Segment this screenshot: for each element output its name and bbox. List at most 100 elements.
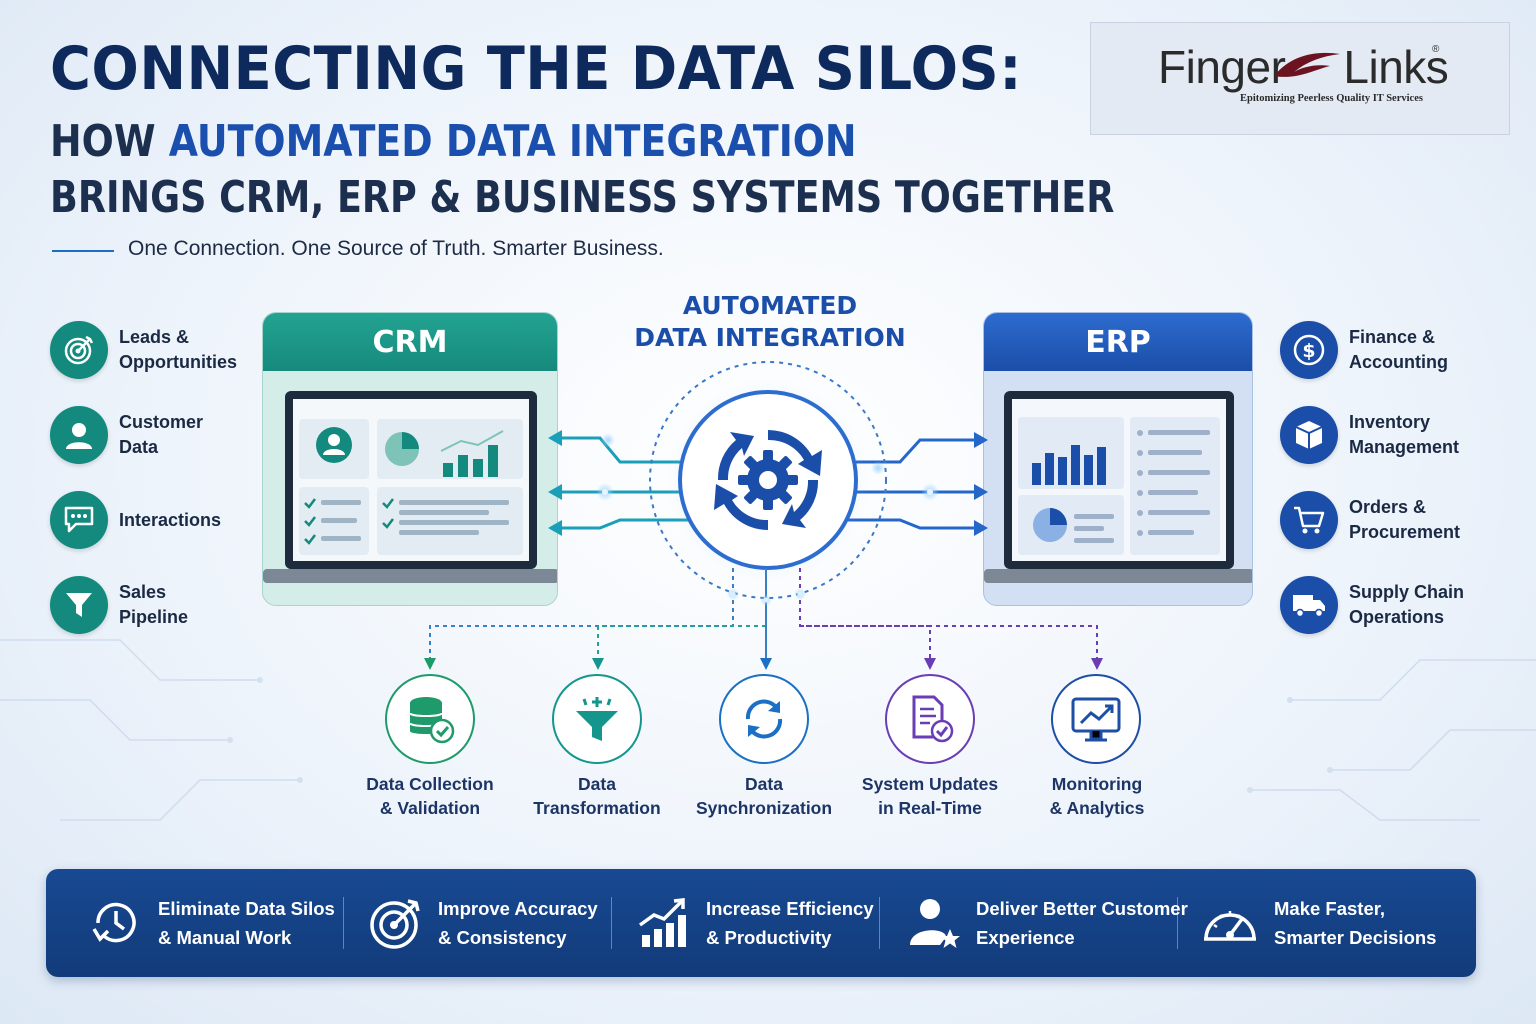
gear-sync-icon — [714, 429, 822, 531]
logo-subtitle: Epitomizing Peerless Quality IT Services — [1240, 93, 1423, 104]
growth-chart-icon — [638, 898, 686, 947]
benefit-label-line: Make Faster, — [1274, 898, 1386, 919]
page-title: CONNECTING THE DATA SILOS: — [50, 34, 1022, 104]
benefit-label-line: & Manual Work — [158, 927, 292, 948]
database-check-icon — [409, 697, 455, 744]
benefit-efficiency: Increase Efficiency & Productivity — [636, 869, 874, 977]
benefit-label-line: Eliminate Data Silos — [158, 898, 335, 919]
crm-panel-title: CRM — [263, 313, 557, 371]
step-system-updates — [885, 674, 975, 764]
side-label-line: Pipeline — [119, 607, 189, 627]
side-label-line: Supply Chain — [1349, 582, 1465, 602]
cart-icon — [1280, 491, 1338, 549]
erp-laptop-illustration — [984, 391, 1252, 583]
benefit-eliminate-silos: Eliminate Data Silos & Manual Work — [88, 869, 335, 977]
benefit-divider — [343, 897, 344, 949]
erp-item-orders: Orders &Procurement — [1280, 491, 1460, 549]
truck-icon — [1280, 576, 1338, 634]
tagline: One Connection. One Source of Truth. Sma… — [128, 237, 664, 260]
side-label-line: Procurement — [1349, 522, 1461, 542]
benefit-accuracy: Improve Accuracy & Consistency — [368, 869, 598, 977]
funnel-icon — [50, 576, 108, 634]
monitor-chart-icon — [1071, 697, 1121, 742]
logo-box — [1090, 22, 1510, 135]
step-label-monitoring: Monitoring & Analytics — [1012, 772, 1182, 820]
step-label-line: Data — [745, 774, 783, 794]
user-icon — [50, 406, 108, 464]
side-label-line: Operations — [1349, 607, 1445, 627]
user-star-icon — [910, 899, 960, 948]
tagline-rule — [52, 250, 114, 252]
center-title-line-2: DATA INTEGRATION — [634, 323, 906, 352]
side-label-line: Accounting — [1349, 352, 1448, 372]
benefit-label-line: & Consistency — [438, 927, 567, 948]
benefit-label-line: Smarter Decisions — [1274, 927, 1437, 948]
step-label-line: Monitoring — [1051, 774, 1143, 794]
crm-panel: CRM — [262, 312, 558, 606]
step-label-line: in Real-Time — [878, 798, 982, 818]
side-label-line: Interactions — [119, 509, 222, 530]
side-label-line: Leads & — [119, 327, 190, 347]
target-icon — [50, 321, 108, 379]
logo-swoosh-icon — [1274, 52, 1340, 77]
center-title: AUTOMATED DATA INTEGRATION — [600, 290, 940, 354]
step-label-line: Transformation — [533, 798, 661, 818]
benefit-divider — [611, 897, 612, 949]
step-label-system-updates: System Updates in Real-Time — [845, 772, 1015, 820]
logo-name-part2: Links — [1343, 41, 1449, 93]
subtitle-prefix: HOW — [50, 116, 169, 167]
side-label-line: Inventory — [1349, 412, 1431, 432]
benefit-divider — [879, 897, 880, 949]
step-label-line: System Updates — [861, 774, 999, 794]
dollar-icon: $ — [1280, 321, 1338, 379]
logo-wordmark: Finger Links — [1158, 40, 1449, 94]
step-monitoring — [1051, 674, 1141, 764]
benefit-divider — [1177, 897, 1178, 949]
funnel-icon — [576, 697, 618, 741]
side-label-line: Sales — [119, 582, 167, 602]
benefit-faster-decisions: Make Faster, Smarter Decisions — [1200, 869, 1436, 977]
crm-laptop-illustration — [263, 391, 557, 583]
step-label-line: & Validation — [379, 798, 481, 818]
step-label-line: Data Collection — [366, 774, 494, 794]
step-label-data-collection: Data Collection & Validation — [345, 772, 515, 820]
benefit-label-line: Experience — [976, 927, 1075, 948]
step-data-synchronization — [719, 674, 809, 764]
benefit-label-line: & Productivity — [706, 927, 832, 948]
side-label-line: Data — [119, 437, 159, 457]
target-icon — [370, 899, 420, 949]
side-label-line: Management — [1349, 437, 1460, 457]
erp-panel-title: ERP — [984, 313, 1252, 371]
chat-icon — [50, 491, 108, 549]
logo-name-part1: Finger — [1158, 41, 1286, 93]
step-data-collection — [385, 674, 475, 764]
box-icon — [1280, 406, 1338, 464]
side-label-line: Finance & — [1349, 327, 1436, 347]
clock-icon — [92, 902, 136, 943]
step-data-transformation — [552, 674, 642, 764]
step-label-line: & Analytics — [1049, 798, 1145, 818]
side-label-line: Customer — [119, 412, 204, 432]
logo-registered: ® — [1432, 44, 1440, 55]
sync-icon — [745, 699, 783, 739]
subtitle-highlight: AUTOMATED DATA INTEGRATION — [168, 116, 857, 167]
speedometer-icon — [1204, 911, 1256, 941]
erp-panel: ERP — [983, 312, 1253, 606]
erp-item-finance: $ Finance & Accounting — [1280, 321, 1448, 379]
step-label-line: Synchronization — [695, 798, 833, 818]
crm-item-interactions: Interactions — [50, 491, 221, 549]
benefit-label-line: Increase Efficiency — [706, 898, 874, 919]
benefit-label-line: Deliver Better Customer — [976, 898, 1188, 919]
step-label-line: Data — [578, 774, 616, 794]
page-subtitle-line-1: HOW AUTOMATED DATA INTEGRATION — [50, 116, 857, 167]
svg-text:$: $ — [1302, 340, 1315, 362]
center-title-line-1: AUTOMATED — [682, 291, 858, 320]
benefit-label-line: Improve Accuracy — [438, 898, 598, 919]
